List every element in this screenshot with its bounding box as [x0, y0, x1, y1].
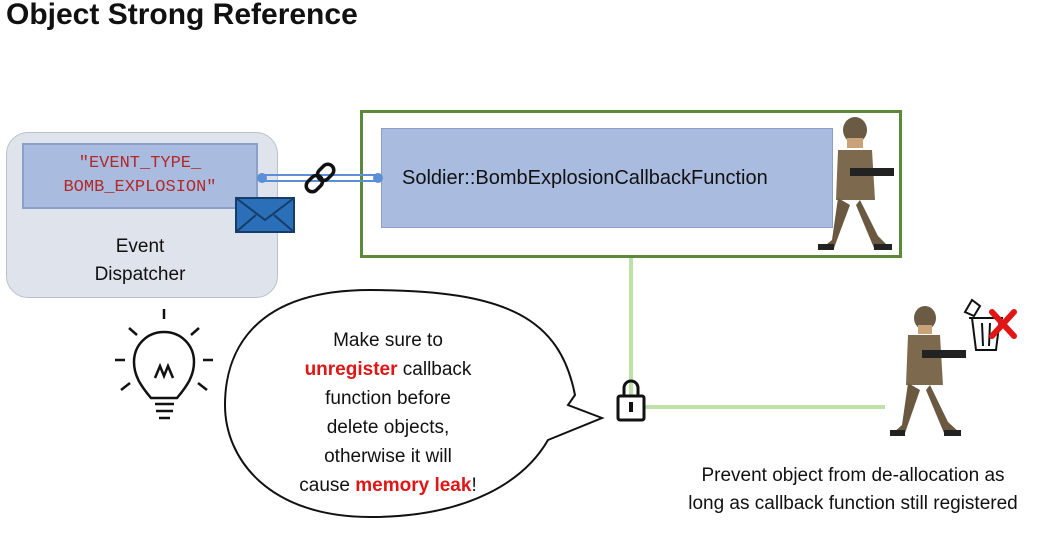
unregister-highlight: unregister	[304, 359, 398, 380]
chain-link-icon	[304, 162, 336, 194]
dispatcher-label: Event Dispatcher	[60, 233, 220, 289]
bubble-line6-start: cause	[299, 475, 356, 496]
page-title: Object Strong Reference	[6, 0, 358, 31]
strong-reference-line	[629, 258, 885, 409]
bubble-line6: cause memory leak!	[262, 471, 514, 500]
soldier-figure-2	[890, 306, 966, 436]
bubble-line2: unregister callback	[262, 355, 514, 384]
bubble-line1: Make sure to	[333, 330, 443, 351]
soldier-figure	[818, 117, 894, 250]
event-type-box: "EVENT_TYPE_ BOMB_EXPLOSION"	[22, 143, 258, 209]
dispatcher-label-line1: Event	[115, 236, 165, 257]
callback-function-label: Soldier::BombExplosionCallbackFunction	[402, 166, 768, 189]
dispatcher-label-line2: Dispatcher	[94, 264, 186, 285]
deallocation-caption: Prevent object from de-allocation as lon…	[648, 462, 1058, 518]
bubble-line2-rest: callback	[397, 359, 472, 380]
callback-function-box: Soldier::BombExplosionCallbackFunction	[381, 128, 833, 228]
lock-icon	[616, 379, 646, 422]
light-bulb-icon	[115, 309, 213, 420]
bubble-message: Make sure to unregister callback functio…	[262, 326, 514, 500]
envelope-icon	[235, 197, 295, 233]
soldier-frame	[360, 110, 902, 258]
red-cross-icon	[989, 309, 1017, 339]
trash-can-icon	[963, 298, 1003, 351]
speech-bubble	[223, 288, 605, 519]
bubble-line4: delete objects,	[326, 417, 450, 438]
caption-line2: long as callback function still register…	[688, 493, 1018, 514]
bubble-line6-end: !	[471, 475, 477, 496]
caption-line1: Prevent object from de-allocation as	[701, 465, 1005, 486]
memory-leak-highlight: memory leak	[355, 475, 472, 496]
bubble-line3: function before	[325, 388, 451, 409]
bubble-line5: otherwise it will	[324, 446, 452, 467]
